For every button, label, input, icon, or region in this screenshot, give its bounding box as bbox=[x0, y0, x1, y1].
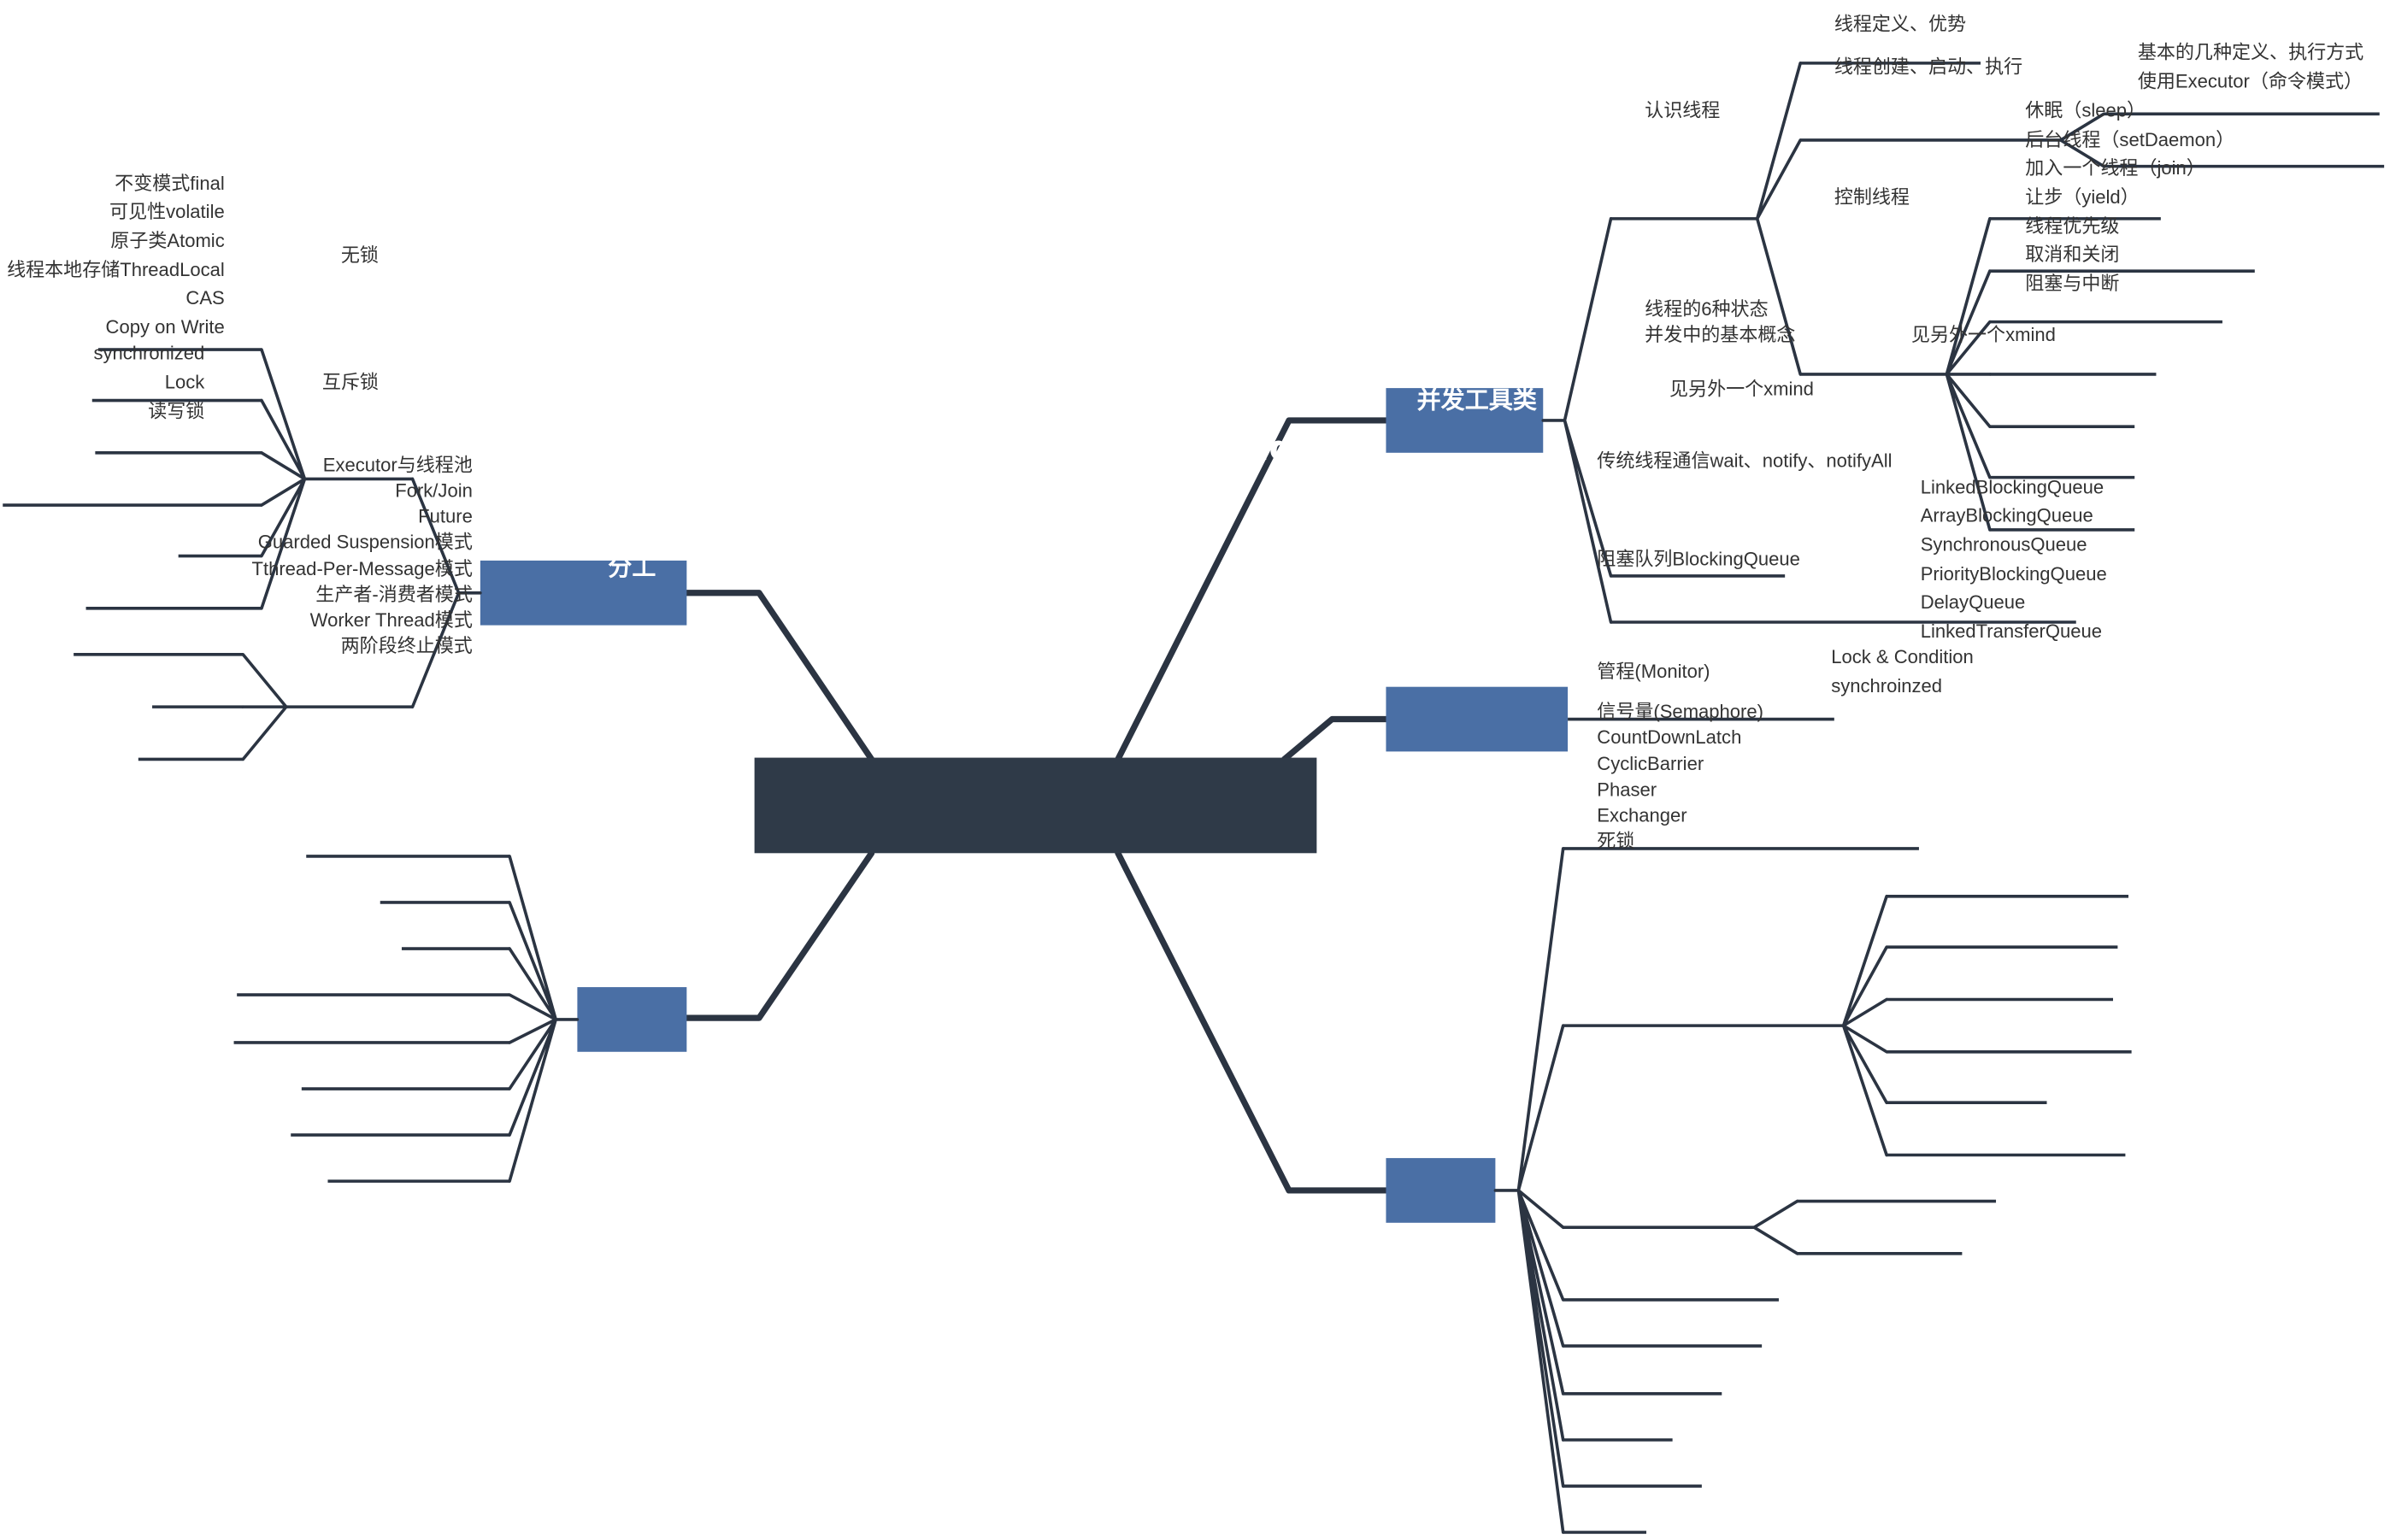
branch-basic-concepts[interactable]: 基本概念 bbox=[1386, 220, 1544, 453]
connector-collab bbox=[1115, 849, 1390, 1194]
central-topic[interactable]: Concurrency Programming bbox=[754, 429, 1317, 854]
connector-mutex bbox=[683, 590, 875, 762]
branch-concurrency-tools[interactable]: 并发工具类 bbox=[1386, 385, 1569, 752]
collab-rest-3[interactable]: Phaser bbox=[1597, 779, 1657, 800]
connector-tools bbox=[1280, 715, 1390, 762]
basic-concepts-label[interactable]: 并发中的基本概念 bbox=[1645, 324, 1795, 345]
branch-collab-label: 协作 bbox=[1416, 649, 1464, 675]
control-item-3[interactable]: 让步（yield） bbox=[2025, 186, 2139, 208]
bq-item-4[interactable]: DelayQueue bbox=[1921, 591, 2025, 613]
collab-rest-4[interactable]: Exchanger bbox=[1597, 804, 1687, 826]
blocking-queue-label[interactable]: 阻塞队列BlockingQueue bbox=[1597, 549, 1800, 570]
division-item-3[interactable]: Guarded Suspension模式 bbox=[258, 532, 473, 553]
division-item-2[interactable]: Future bbox=[418, 506, 473, 527]
bq-item-0[interactable]: LinkedBlockingQueue bbox=[1921, 477, 2104, 498]
wait-notify-label[interactable]: 传统线程通信wait、notify、notifyAll bbox=[1597, 450, 1892, 472]
monitor-item-0[interactable]: Lock & Condition bbox=[1831, 646, 1974, 667]
tools-see-other[interactable]: 见另外一个xmind bbox=[1669, 378, 1814, 399]
branch-basic-box bbox=[1386, 388, 1544, 453]
know-threads-label[interactable]: 认识线程 bbox=[1645, 100, 1720, 121]
monitor-item-1[interactable]: synchroinzed bbox=[1831, 675, 1942, 697]
control-threads-children-connectors bbox=[1945, 217, 1992, 532]
lockfree-item-0[interactable]: 不变模式final bbox=[115, 173, 225, 194]
division-item-7[interactable]: 两阶段终止模式 bbox=[341, 635, 473, 656]
locks-item-0[interactable]: synchronized bbox=[94, 342, 205, 363]
mutex-children-connectors bbox=[410, 477, 482, 708]
mutex-locks-children-connectors bbox=[241, 653, 288, 761]
collab-rest-0[interactable]: 信号量(Semaphore) bbox=[1597, 701, 1763, 722]
branch-division-box bbox=[577, 987, 687, 1052]
thread-create-children-connectors bbox=[2058, 112, 2105, 168]
basic-children-connectors bbox=[1541, 217, 1613, 624]
connector-division bbox=[683, 849, 875, 1021]
division-item-4[interactable]: Tthread-Per-Message模式 bbox=[252, 558, 473, 579]
lock-free-label[interactable]: 无锁 bbox=[341, 244, 379, 266]
thread-create-label[interactable]: 线程创建、启动、执行 bbox=[1834, 56, 2022, 78]
control-item-5[interactable]: 取消和关闭 bbox=[2025, 244, 2119, 265]
control-threads-label[interactable]: 控制线程 bbox=[1834, 186, 1910, 208]
control-item-2[interactable]: 加入一个线程（join） bbox=[2025, 157, 2205, 179]
bq-item-5[interactable]: LinkedTransferQueue bbox=[1921, 620, 2102, 642]
locks-item-1[interactable]: Lock bbox=[165, 371, 206, 392]
division-item-6[interactable]: Worker Thread模式 bbox=[310, 609, 473, 631]
locks-item-2[interactable]: 读写锁 bbox=[148, 400, 204, 421]
branch-division-label: 分工 bbox=[608, 554, 656, 580]
branch-division-of-labor[interactable]: 分工 bbox=[577, 554, 687, 1052]
collab-rest-5[interactable]: 死锁 bbox=[1597, 830, 1634, 851]
thread-states-label[interactable]: 线程的6种状态 bbox=[1645, 298, 1768, 320]
division-children-connectors bbox=[508, 855, 580, 1183]
branch-tools-label: 并发工具类 bbox=[1417, 385, 1538, 413]
create-item-0[interactable]: 基本的几种定义、执行方式 bbox=[2138, 42, 2364, 63]
monitor-label[interactable]: 管程(Monitor) bbox=[1597, 661, 1710, 682]
blocking-queue-children-connectors bbox=[1841, 894, 1888, 1157]
division-item-1[interactable]: Fork/Join bbox=[395, 480, 473, 502]
lockfree-item-5[interactable]: Copy on Write bbox=[106, 316, 225, 338]
lockfree-item-2[interactable]: 原子类Atomic bbox=[110, 230, 224, 251]
mutex-locks-label[interactable]: 互斥锁 bbox=[322, 371, 379, 392]
division-item-5[interactable]: 生产者-消费者模式 bbox=[315, 584, 473, 605]
branch-basic-label: 基本概念 bbox=[1416, 220, 1512, 247]
control-item-0[interactable]: 休眠（sleep） bbox=[2025, 100, 2146, 121]
basic-concepts-see-other[interactable]: 见另外一个xmind bbox=[1911, 324, 2056, 345]
division-item-0[interactable]: Executor与线程池 bbox=[323, 455, 473, 476]
lockfree-item-3[interactable]: 线程本地存储ThreadLocal bbox=[7, 259, 225, 280]
central-topic-label: Concurrency Programming bbox=[778, 429, 1293, 468]
thread-def-label[interactable]: 线程定义、优势 bbox=[1834, 14, 1966, 35]
connector-basic bbox=[1115, 417, 1390, 762]
bq-item-2[interactable]: SynchronousQueue bbox=[1921, 534, 2087, 555]
bq-item-1[interactable]: ArrayBlockingQueue bbox=[1921, 505, 2093, 526]
control-item-4[interactable]: 线程优先级 bbox=[2025, 215, 2119, 237]
branch-tools-box bbox=[1386, 686, 1569, 752]
branch-collab-box bbox=[1386, 1158, 1496, 1223]
branch-mutual-exclusion[interactable]: 互斥（安全） bbox=[480, 315, 687, 626]
create-item-1[interactable]: 使用Executor（命令模式） bbox=[2138, 71, 2363, 92]
bq-item-3[interactable]: PriorityBlockingQueue bbox=[1921, 563, 2107, 585]
collab-children-connectors bbox=[1493, 847, 1565, 1534]
branch-collaboration[interactable]: 协作 bbox=[1386, 649, 1496, 1223]
lockfree-item-1[interactable]: 可见性volatile bbox=[109, 201, 225, 222]
control-item-6[interactable]: 阻塞与中断 bbox=[2025, 273, 2119, 294]
collab-rest-2[interactable]: CyclicBarrier bbox=[1597, 753, 1704, 774]
lock-free-children-connectors bbox=[260, 348, 307, 610]
branch-mutex-box bbox=[480, 560, 687, 626]
branch-mutex-label: 互斥（安全） bbox=[511, 315, 655, 343]
control-item-1[interactable]: 后台线程（setDaemon） bbox=[2025, 129, 2234, 150]
lockfree-item-4[interactable]: CAS bbox=[185, 287, 224, 309]
know-threads-children-connectors bbox=[1755, 62, 1802, 376]
central-topic-box bbox=[754, 757, 1317, 854]
monitor-children-connectors bbox=[1752, 1199, 1799, 1255]
collab-rest-1[interactable]: CountDownLatch bbox=[1597, 726, 1741, 748]
